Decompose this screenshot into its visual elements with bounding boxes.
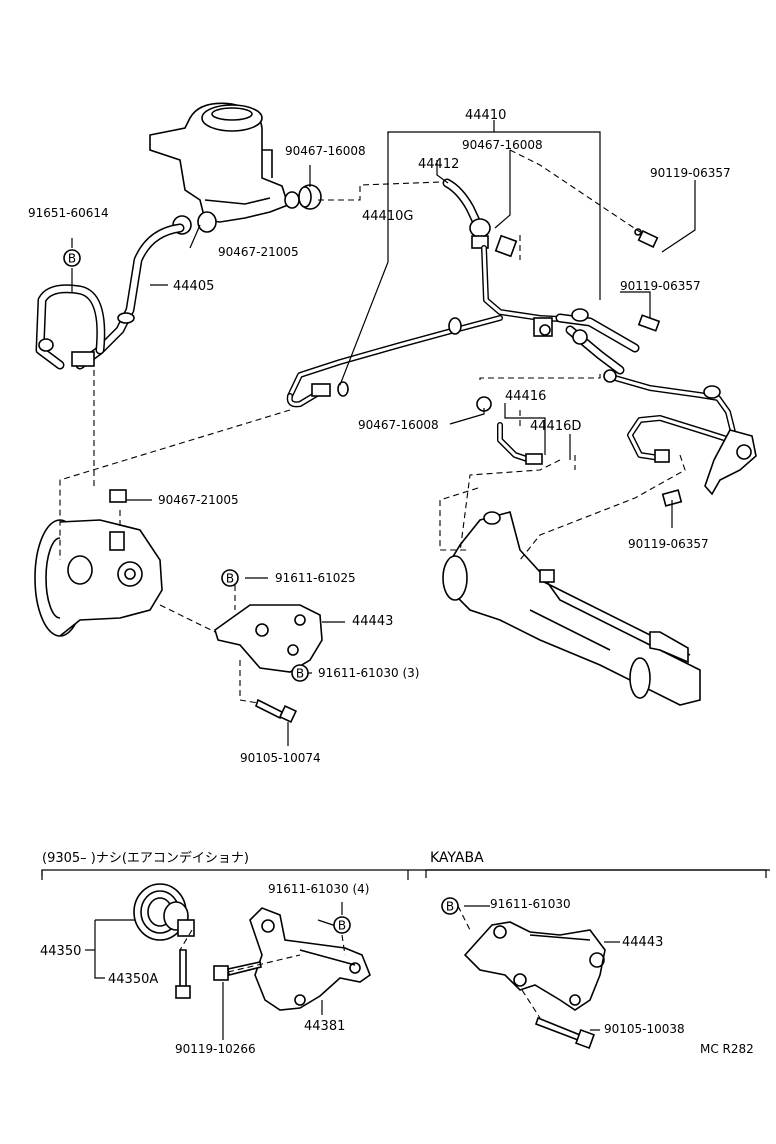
union-bolt-90119-06357-c <box>661 489 683 507</box>
bracket-44443-center <box>214 604 323 673</box>
label-44405: 44405 <box>173 279 214 294</box>
bolt-marker-91651-60614: B <box>63 249 81 267</box>
pressure-tube-long <box>603 369 757 496</box>
return-hose-44410G <box>555 308 640 375</box>
pressure-line-44410 <box>286 245 583 408</box>
svg-text:B: B <box>226 572 234 586</box>
svg-text:B: B <box>296 667 304 681</box>
bolt-marker-91611-61030: B <box>441 897 459 915</box>
clamp-90467-21005-pump <box>109 489 127 503</box>
label-90467-16008-a: 90467-16008 <box>285 144 366 158</box>
svg-text:B: B <box>446 900 454 914</box>
label-90105-10074: 90105-10074 <box>240 751 321 765</box>
label-91651-60614: 91651-60614 <box>28 206 109 220</box>
label-44410G: 44410G <box>362 209 413 224</box>
label-44443-b: 44443 <box>622 935 663 950</box>
label-90105-10038: 90105-10038 <box>604 1022 685 1036</box>
label-44350: 44350 <box>40 944 81 959</box>
label-91611-61025: 91611-61025 <box>275 571 356 585</box>
label-44412: 44412 <box>418 157 459 172</box>
hose-44412 <box>442 178 518 258</box>
label-90467-16008-b: 90467-16008 <box>462 138 543 152</box>
bracket-44443-kayaba <box>463 921 606 1011</box>
label-90119-10266: 90119-10266 <box>175 1042 256 1056</box>
union-bolt-90119-06357-a <box>634 228 659 248</box>
bolt-90119-10266 <box>213 961 262 981</box>
clamp-90467-16008-reservoir <box>298 184 322 210</box>
label-91611-61030-3: 91611-61030 (3) <box>318 666 420 680</box>
section-header-no-aircon: (9305– )ナシ(エアコンデイショナ) <box>42 850 249 866</box>
bolt-marker-91611-61030-3: B <box>291 664 309 682</box>
union-bolt-90119-06357-b <box>637 314 661 332</box>
reservoir-tank <box>149 102 300 223</box>
label-44416: 44416 <box>505 389 546 404</box>
bolt-90105-10038 <box>534 1016 595 1049</box>
idler-pulley-44350 <box>133 883 195 941</box>
bolt-90105-10074 <box>255 698 298 724</box>
label-91611-61030: 91611-61030 <box>490 897 571 911</box>
svg-text:B: B <box>68 252 76 266</box>
label-90119-06357-b: 90119-06357 <box>620 279 701 293</box>
power-steering-pump <box>34 519 163 637</box>
bolt-44350A <box>175 949 191 999</box>
label-90467-21005-a: 90467-21005 <box>218 245 299 259</box>
label-44381: 44381 <box>304 1019 345 1034</box>
svg-text:B: B <box>338 919 346 933</box>
label-90467-16008-c: 90467-16008 <box>358 418 439 432</box>
label-44410: 44410 <box>465 108 506 123</box>
dashed-routing-lines <box>59 149 686 1019</box>
label-44416D: 44416D <box>530 419 581 434</box>
diagram-code: MC R282 <box>700 1042 754 1056</box>
hose-44405 <box>35 223 185 370</box>
label-90119-06357-a: 90119-06357 <box>650 166 731 180</box>
tube-44416 <box>497 422 543 465</box>
label-44350A: 44350A <box>108 972 158 987</box>
label-91611-61030-4: 91611-61030 (4) <box>268 882 370 896</box>
label-44443-a: 44443 <box>352 614 393 629</box>
section-header-kayaba: KAYABA <box>430 850 484 866</box>
steering-gear-housing <box>442 511 701 706</box>
bolt-marker-91611-61030-4: B <box>333 916 351 934</box>
bracket-44381 <box>249 907 371 1011</box>
leader-lines <box>41 120 770 1040</box>
bolt-marker-91611-61025: B <box>221 569 239 587</box>
label-90119-06357-c: 90119-06357 <box>628 537 709 551</box>
label-90467-21005-b: 90467-21005 <box>158 493 239 507</box>
